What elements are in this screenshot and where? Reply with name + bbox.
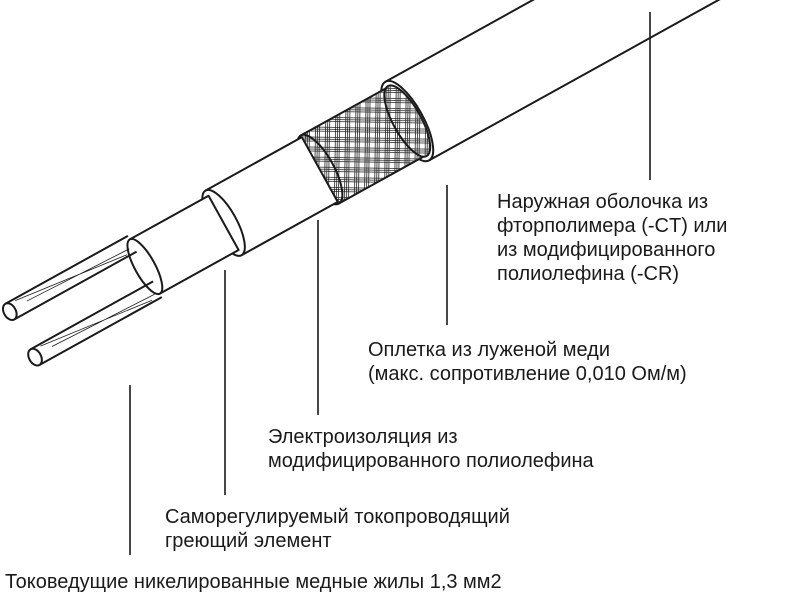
label-conductors: Токоведущие никелированные медные жилы 1…	[5, 570, 502, 594]
label-line: Наружная оболочка из	[497, 191, 709, 213]
label-braid: Оплетка из луженой меди (макс. сопротивл…	[368, 338, 687, 386]
label-heating-element: Саморегулируемый токопроводящий греющий …	[165, 505, 510, 553]
label-line: модифицированного полиолефина	[268, 450, 594, 472]
outer-jacket	[380, 0, 796, 163]
label-line: Электроизоляция из	[268, 426, 458, 448]
label-line: фторполимера (-CT) или	[497, 215, 728, 237]
label-line: Оплетка из луженой меди	[368, 339, 611, 361]
leader-lines	[129, 12, 651, 555]
label-line: греющий элемент	[165, 530, 332, 552]
label-insulation: Электроизоляция из модифицированного пол…	[268, 425, 594, 473]
label-line: Токоведущие никелированные медные жилы 1…	[5, 571, 502, 593]
label-outer-jacket: Наружная оболочка из фторполимера (-CT) …	[497, 190, 727, 286]
label-line: полиолефина (-CR)	[497, 263, 680, 285]
label-line: Саморегулируемый токопроводящий	[165, 506, 510, 528]
label-line: (макс. сопротивление 0,010 Ом/м)	[368, 363, 687, 385]
copper-conductors	[1, 235, 163, 367]
label-line: из модифицированного	[497, 239, 716, 261]
